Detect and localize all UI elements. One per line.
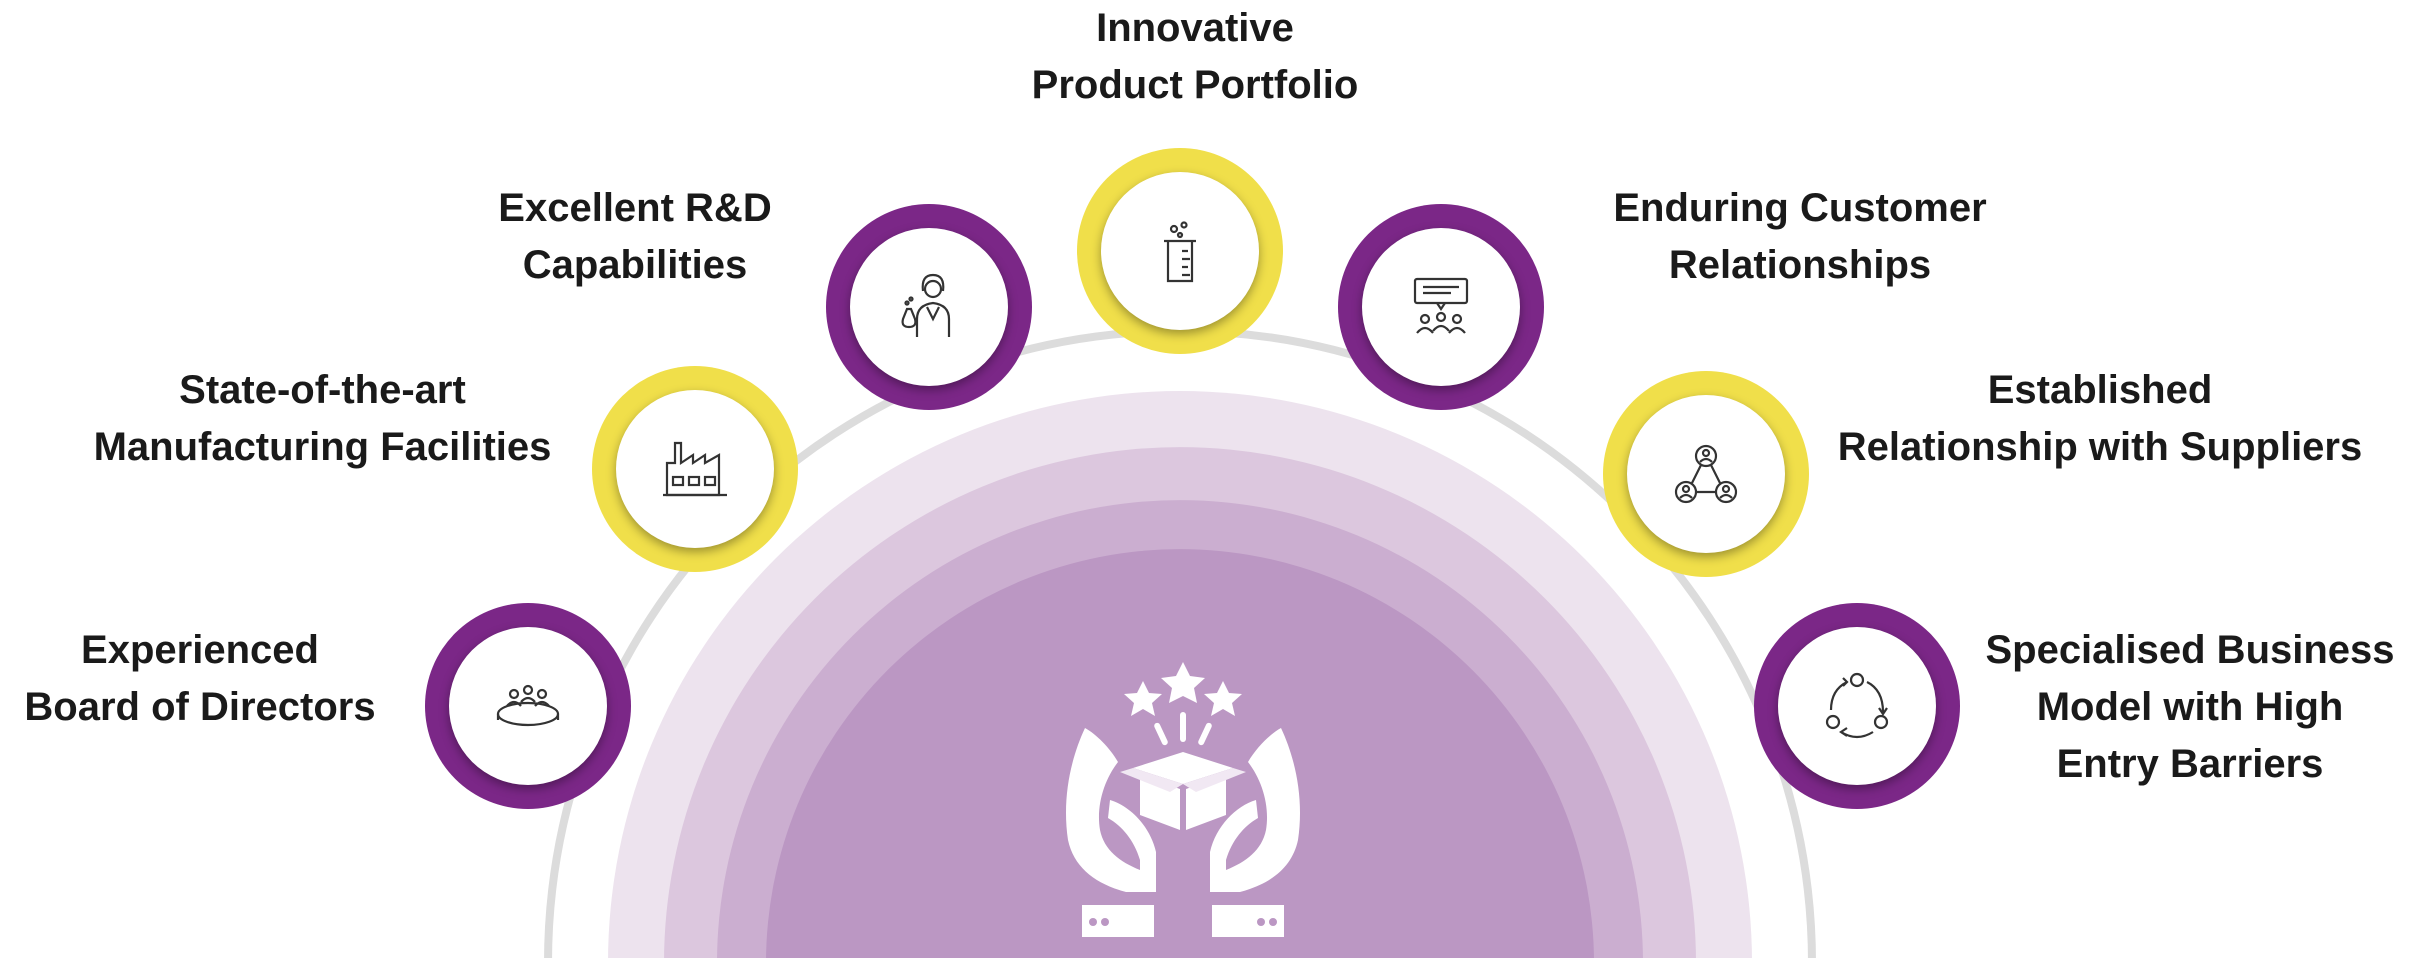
presentation-audience-icon bbox=[1413, 277, 1469, 334]
label-business-model: Specialised Business Model with High Ent… bbox=[1985, 628, 2395, 786]
beaker-icon bbox=[1164, 221, 1196, 283]
node-manufacturing-facilities bbox=[592, 366, 798, 572]
label-rnd-capabilities: Excellent R&D Capabilities bbox=[498, 186, 772, 287]
node-rnd-capabilities bbox=[826, 204, 1032, 410]
hands-gift-box-icon bbox=[1065, 662, 1301, 937]
label-supplier-relationship: Established Relationship with Suppliers bbox=[1837, 368, 2363, 469]
node-supplier-relationship bbox=[1603, 371, 1809, 577]
label-product-portfolio: Innovative Product Portfolio bbox=[1031, 6, 1359, 107]
label-manufacturing-facilities: State-of-the-art Manufacturing Facilitie… bbox=[93, 368, 552, 469]
label-customer-relationships: Enduring Customer Relationships bbox=[1613, 186, 1987, 287]
node-customer-relationships bbox=[1338, 204, 1544, 410]
network-people-icon bbox=[1674, 444, 1738, 504]
node-business-model bbox=[1754, 603, 1960, 809]
cycle-nodes-icon bbox=[1825, 672, 1889, 739]
node-product-portfolio bbox=[1077, 148, 1283, 354]
label-board-of-directors: Experienced Board of Directors bbox=[24, 628, 376, 729]
scientist-icon bbox=[901, 273, 951, 337]
baseline bbox=[480, 958, 1900, 963]
factory-icon bbox=[663, 441, 727, 497]
boardroom-table-icon bbox=[496, 684, 560, 727]
node-board-of-directors bbox=[425, 603, 631, 809]
